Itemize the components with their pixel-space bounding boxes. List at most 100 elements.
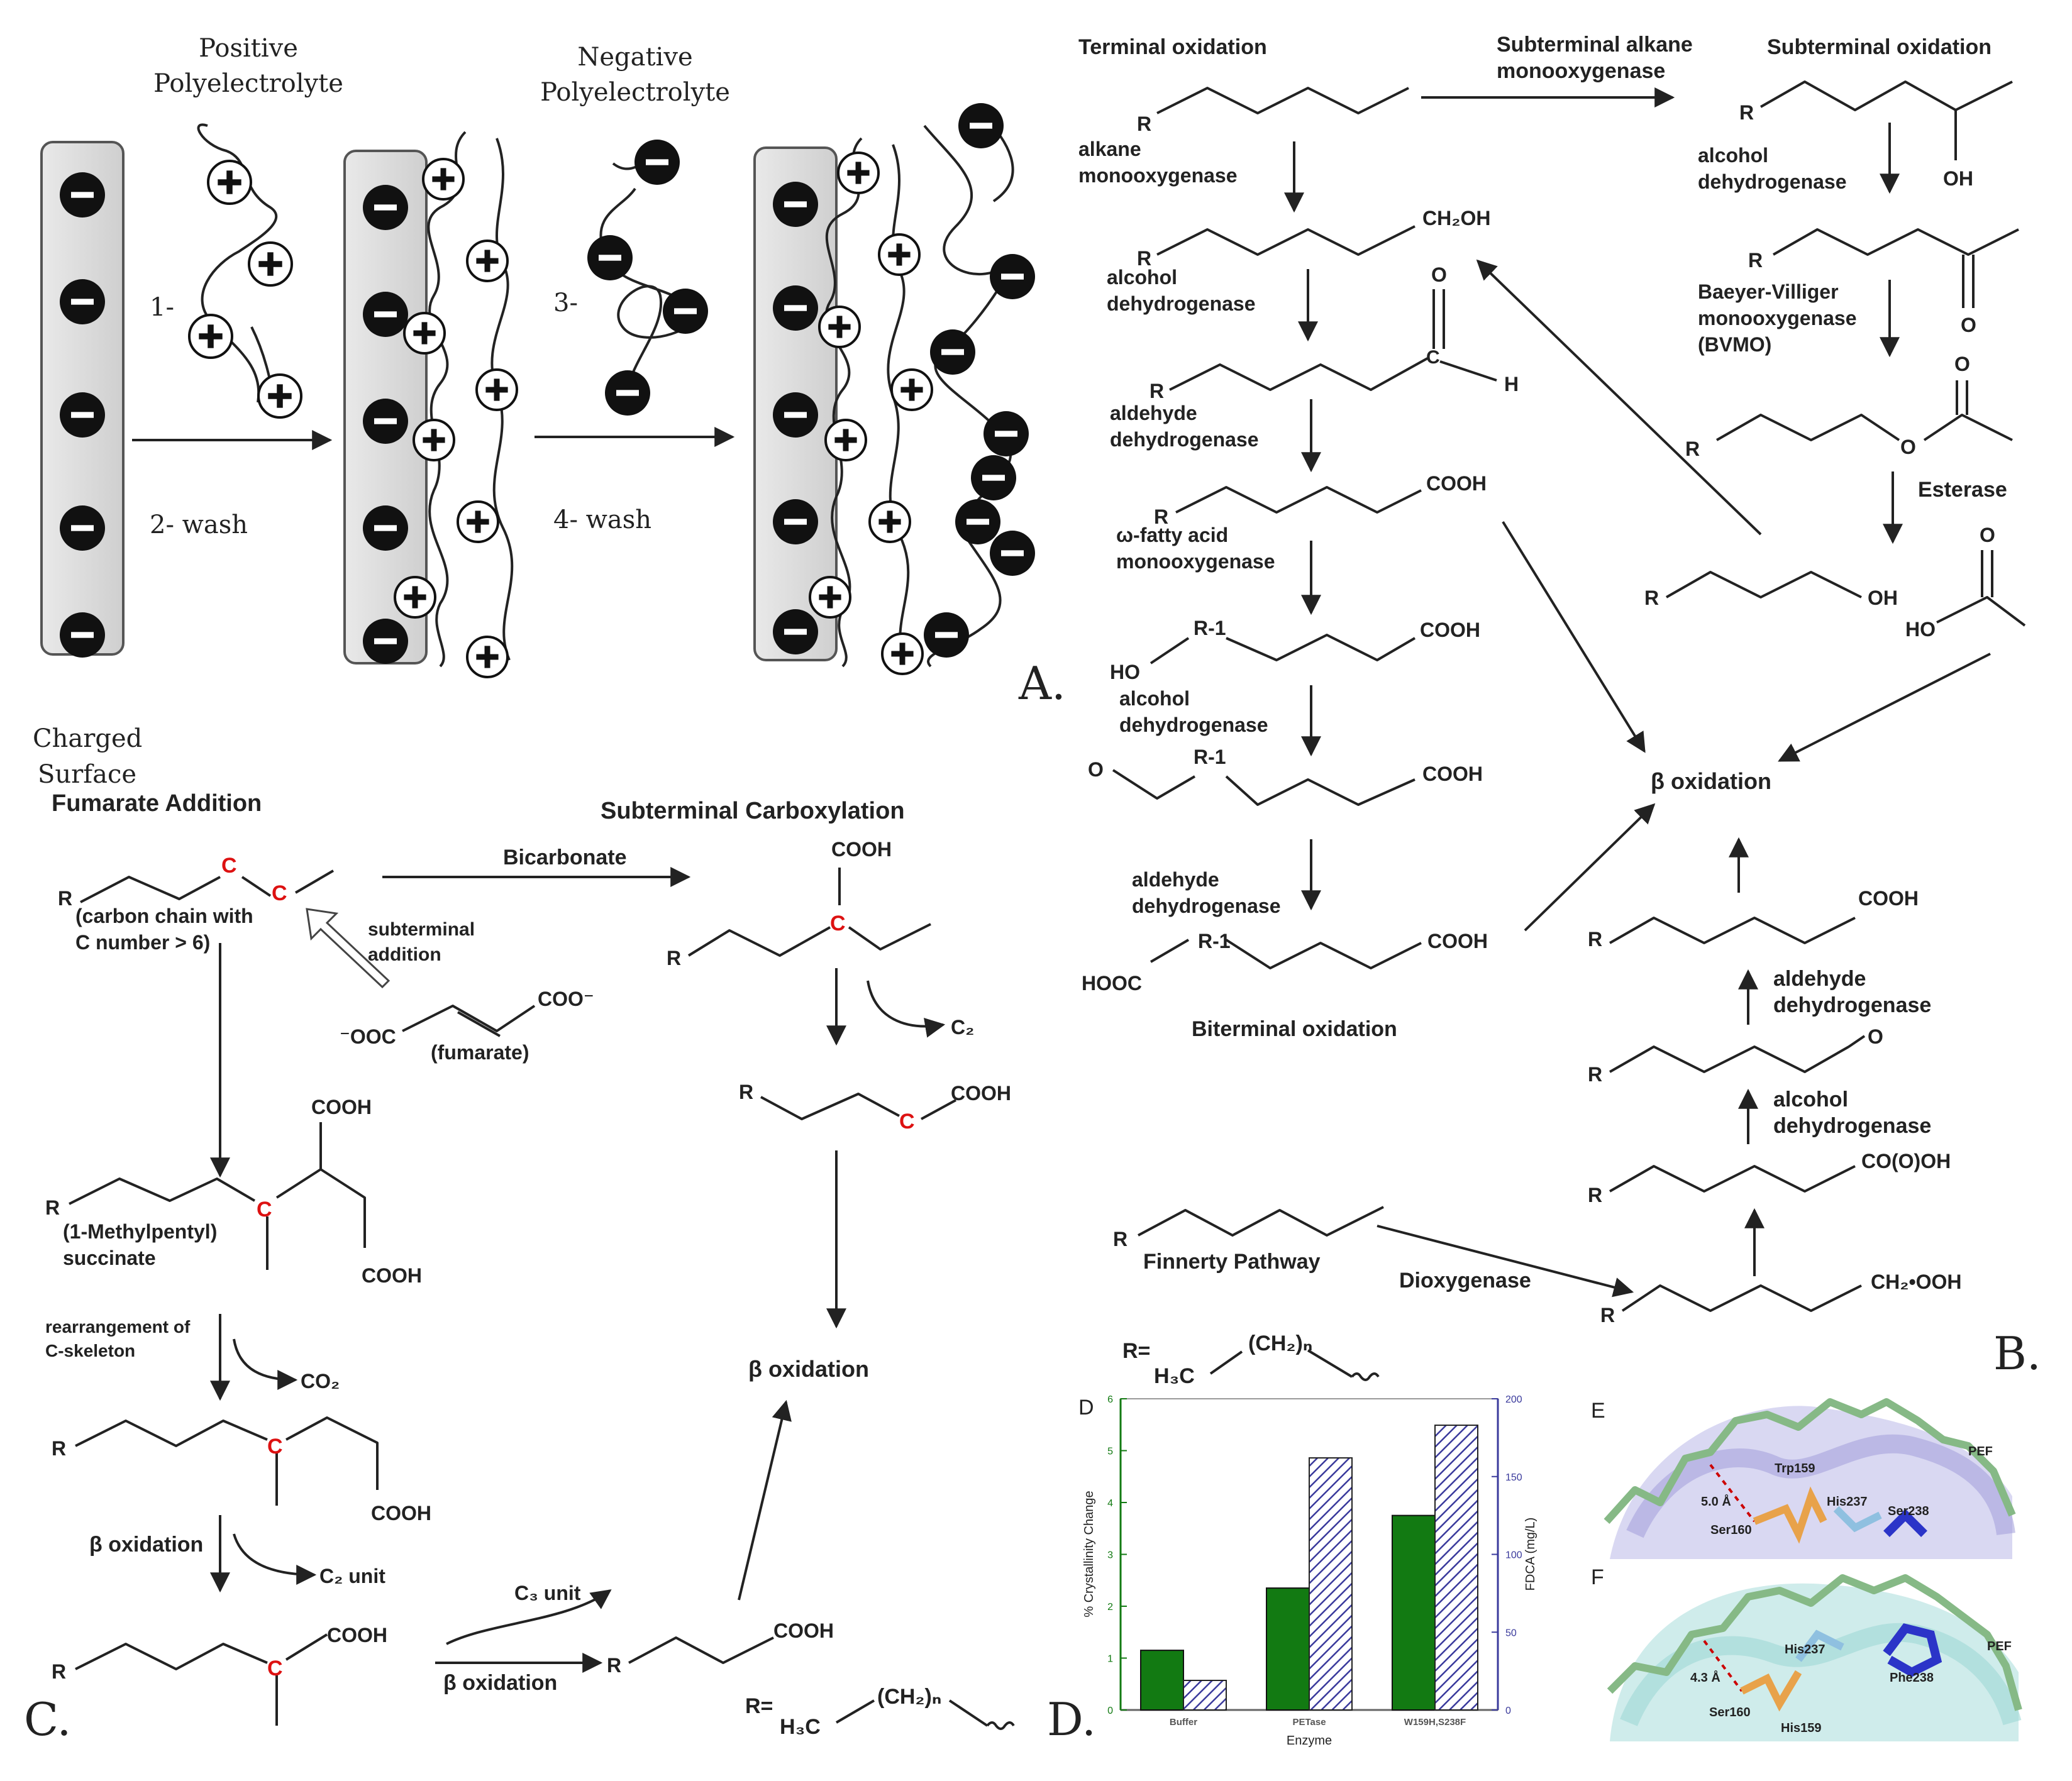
chart-y-tick-label: 2 — [1107, 1602, 1113, 1613]
minus-bar — [374, 525, 397, 531]
ketone-r: R — [1748, 249, 1763, 272]
plus-bar-v — [440, 168, 446, 190]
f-dist-label: 4.3 Å — [1690, 1670, 1720, 1685]
aldehyde-dehydrogenase-b2-2: dehydrogenase — [1132, 895, 1281, 917]
start-alkane-chain — [80, 869, 335, 903]
shortened-chain — [75, 1633, 328, 1726]
chart-y2-tick-label: 100 — [1505, 1550, 1522, 1561]
succinate-label-1: (1-Methylpentyl) — [63, 1220, 217, 1243]
minus-bar — [374, 638, 397, 644]
step-3-label: 3- — [553, 289, 578, 317]
minus-bar — [1001, 550, 1024, 556]
chart-bar-crystallinity — [1266, 1587, 1310, 1711]
charged-surface-label-1: Charged — [33, 724, 142, 753]
panel-c-letter: C. — [24, 1693, 71, 1746]
minus-bar — [784, 412, 807, 418]
surface-negative-charge — [363, 399, 408, 444]
rearranged-chain — [75, 1416, 379, 1506]
aldehyde-chain — [1169, 289, 1497, 391]
e-helices — [1626, 1434, 2015, 1538]
panel-f-structure: 4.3 Å His237 Phe238 Ser160 His159 PEF — [1607, 1574, 2022, 1741]
chart-bar-crystallinity — [1140, 1650, 1184, 1711]
carboxylated-cooh: COOH — [831, 838, 892, 861]
panel-c: Fumarate Addition Subterminal Carboxylat… — [24, 790, 1015, 1746]
chart-x-axis-label: Enzyme — [1287, 1734, 1332, 1748]
plus-bar-v — [494, 378, 500, 401]
r-def-c-h3c: H₃C — [780, 1715, 821, 1739]
subterminal-enzyme-label-2: monooxygenase — [1497, 59, 1665, 83]
alcohol-dehydrogenase-b2-1: alcohol — [1119, 687, 1190, 710]
beta-oxidation-c3: β oxidation — [748, 1356, 869, 1382]
subterminal-oh: OH — [1943, 167, 1973, 190]
succinate-r: R — [45, 1196, 60, 1219]
stage3-positive-charge — [809, 576, 851, 619]
acid-f-cooh: COOH — [1858, 887, 1919, 910]
surface-negative-charge — [60, 172, 105, 218]
stage3-negative-charge — [955, 499, 1000, 544]
shortened-carboxylated-chain — [760, 1093, 956, 1120]
aldehyde-dehydrogenase-2: dehydrogenase — [1110, 428, 1259, 451]
hydroxy-cooh: COOH — [1420, 619, 1480, 641]
aldehyde-dehydrogenase-f-1: aldehyde — [1773, 967, 1866, 991]
fumarate-label: (fumarate) — [431, 1041, 529, 1064]
stage3-positive-charge — [837, 152, 880, 194]
surface-negative-charges — [60, 172, 818, 664]
chart-y-tick-label: 3 — [1107, 1550, 1113, 1561]
propanoic-cooh: COOH — [773, 1619, 834, 1642]
bvmo-label-2: monooxygenase — [1698, 307, 1857, 329]
acid-f-chain — [1609, 917, 1856, 944]
ester-r: R — [1685, 438, 1700, 460]
alkane-monooxygenase-2: monooxygenase — [1078, 164, 1238, 187]
chart-bar-fdca — [1434, 1425, 1478, 1711]
hydroperoxide-ch2ooh: CH₂•OOH — [1871, 1271, 1962, 1293]
chart-y-tick-label: 4 — [1107, 1498, 1113, 1509]
e-ser238 — [1883, 1509, 1927, 1537]
propanoic-chain — [628, 1636, 774, 1664]
panel-e-letter: E — [1591, 1399, 1605, 1423]
hydroxy-ho: HO — [1110, 661, 1140, 683]
alcohol-r: R — [1137, 247, 1151, 270]
alkane-monooxygenase-1: alkane — [1078, 138, 1141, 160]
succinate-chain — [69, 1122, 366, 1270]
plus-bar-v — [887, 510, 893, 533]
e-pef-ligand — [1604, 1398, 2016, 1525]
minus-bar — [71, 299, 94, 305]
shortened-r: R — [52, 1660, 66, 1683]
chart-y2-axis-label: FDCA (mg/L) — [1524, 1518, 1537, 1591]
bvmo-label-1: Baeyer-Villiger — [1698, 280, 1839, 303]
arrow-recycle — [1476, 259, 1762, 536]
propanoic-r: R — [607, 1654, 621, 1677]
plus-bar-v — [475, 510, 481, 533]
ester-carbonyl-o: O — [1954, 353, 1970, 375]
plus-bar-v — [412, 586, 418, 609]
ketone-o: O — [1961, 314, 1976, 336]
panel-a: Positive Polyelectrolyte Negative Polyel… — [33, 34, 1066, 789]
e-ser238-label: Ser238 — [1888, 1504, 1929, 1518]
alkane-chain — [1156, 87, 1409, 114]
peracid-r: R — [1588, 1184, 1602, 1206]
finnerty-r: R — [1113, 1228, 1127, 1250]
minus-bar — [599, 255, 621, 261]
aldehyde-dehydrogenase-1: aldehyde — [1110, 402, 1197, 424]
alcohol-dehydrogenase-2: dehydrogenase — [1107, 292, 1256, 315]
arrow-dioxygenase — [1377, 1225, 1634, 1298]
stage2-positive-charge — [422, 158, 465, 201]
omega-monooxygenase-1: ω-fatty acid — [1116, 524, 1228, 546]
surface-negative-charge — [773, 392, 818, 438]
r-def-b-h3c: H₃C — [1154, 1364, 1195, 1388]
f-helices — [1620, 1623, 2022, 1726]
surface-negative-charge — [773, 499, 818, 544]
shortened-cooh: COOH — [327, 1624, 387, 1646]
chart-category-label: W159H,S238F — [1404, 1717, 1466, 1728]
free-negative-charge — [605, 370, 650, 416]
arrow-c5 — [738, 1399, 792, 1601]
crystallinity-fdca-chart: D Enzyme % Crystallinity Change FDCA (mg… — [1078, 1394, 1537, 1748]
plus-bar-v — [843, 429, 849, 451]
surface-negative-charge — [363, 619, 408, 664]
minus-bar — [71, 525, 94, 531]
positive-polyelectrolyte-label-2: Polyelectrolyte — [153, 69, 343, 98]
f-his159 — [1740, 1670, 1802, 1712]
c3-unit-arrow — [446, 1589, 612, 1645]
chain-note-1: (carbon chain with — [75, 905, 253, 927]
